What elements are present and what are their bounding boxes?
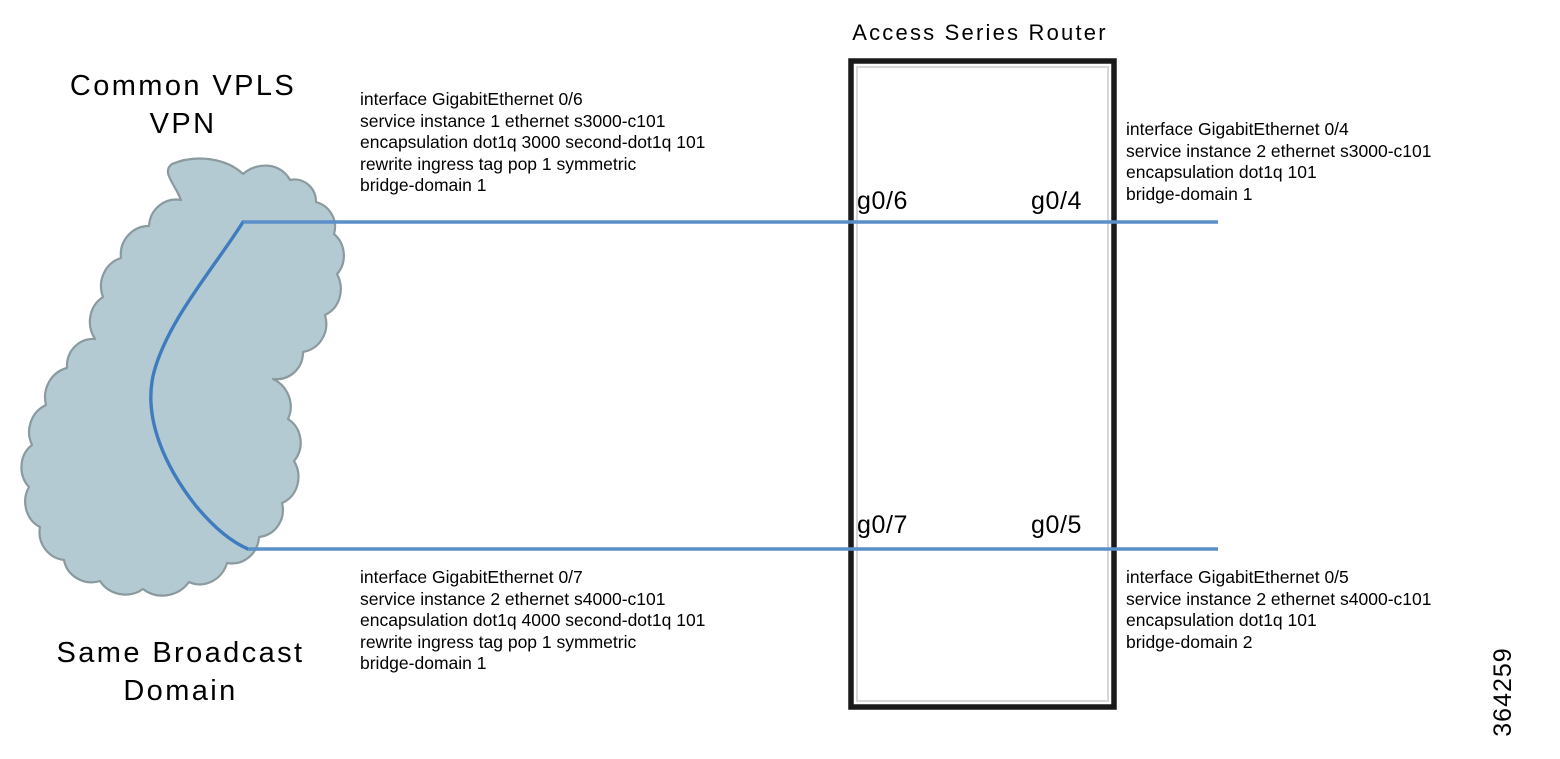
config-line: encapsulation dot1q 3000 second-dot1q 10… bbox=[360, 132, 706, 152]
config-line: interface GigabitEthernet 0/5 bbox=[1126, 567, 1349, 587]
figure-number: 364259 bbox=[1489, 647, 1517, 737]
config-line: encapsulation dot1q 101 bbox=[1126, 610, 1317, 630]
config-line: encapsulation dot1q 4000 second-dot1q 10… bbox=[360, 610, 706, 630]
config-line: bridge-domain 2 bbox=[1126, 631, 1253, 652]
router-title: Access Series Router bbox=[852, 20, 1108, 45]
config-line: bridge-domain 1 bbox=[1126, 183, 1253, 204]
cloud-core-path bbox=[149, 220, 250, 551]
config-line: interface GigabitEthernet 0/4 bbox=[1126, 119, 1349, 139]
config-line: rewrite ingress tag pop 1 symmetric bbox=[360, 631, 637, 652]
cloud-label-bottom-line1: Same Broadcast bbox=[56, 637, 305, 669]
config-line: service instance 2 ethernet s3000-c101 bbox=[1126, 140, 1432, 161]
port-label-g06: g0/6 bbox=[857, 187, 909, 215]
config-line: service instance 1 ethernet s3000-c101 bbox=[360, 110, 666, 131]
port-label-g05: g0/5 bbox=[1031, 511, 1083, 539]
config-line: service instance 2 ethernet s4000-c101 bbox=[360, 588, 666, 609]
config-line: service instance 2 ethernet s4000-c101 bbox=[1126, 588, 1432, 609]
cloud-label-same-broadcast-domain: Same Broadcast Domain bbox=[8, 635, 353, 710]
port-label-g07: g0/7 bbox=[857, 511, 909, 539]
router-chassis bbox=[848, 58, 1117, 710]
network-cloud-icon bbox=[20, 157, 345, 597]
cloud-label-top-line2: VPN bbox=[149, 107, 217, 140]
config-line: bridge-domain 1 bbox=[360, 653, 487, 673]
config-line: interface GigabitEthernet 0/7 bbox=[360, 567, 583, 587]
config-line: interface GigabitEthernet 0/6 bbox=[360, 89, 583, 109]
config-line: bridge-domain 1 bbox=[360, 175, 487, 195]
config-line: encapsulation dot1q 101 bbox=[1126, 162, 1317, 182]
port-label-g04: g0/4 bbox=[1031, 187, 1083, 215]
cloud-label-common-vpls-vpn: Common VPLS VPN bbox=[18, 68, 348, 143]
cloud-label-bottom-line2: Domain bbox=[123, 674, 238, 707]
config-line: rewrite ingress tag pop 1 symmetric bbox=[360, 153, 637, 174]
cloud-label-top-line1: Common VPLS bbox=[69, 70, 297, 102]
